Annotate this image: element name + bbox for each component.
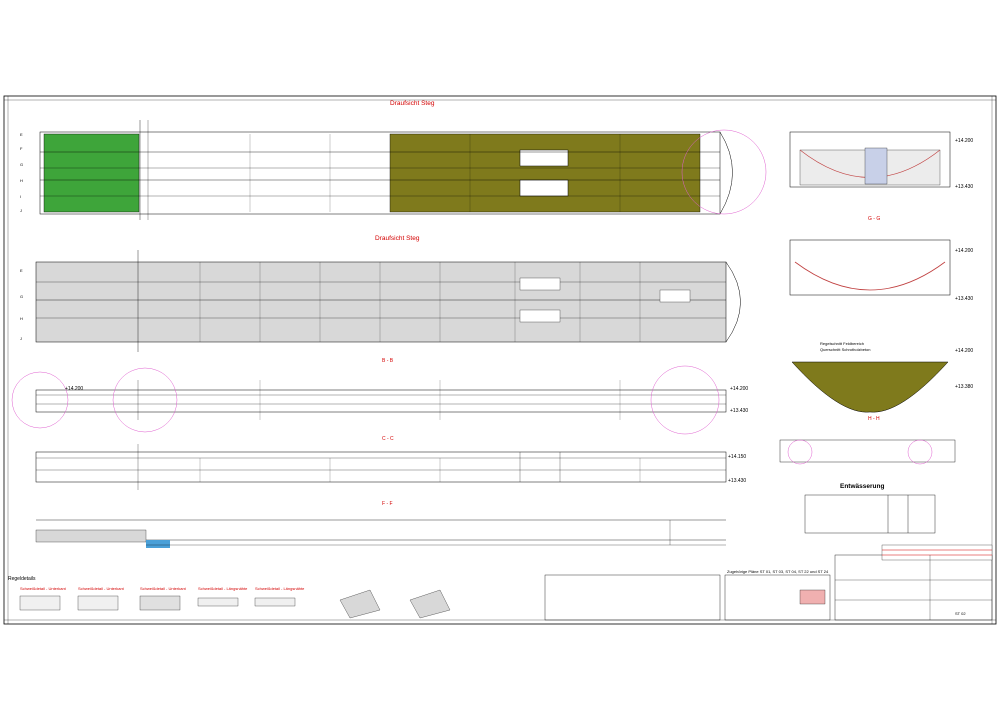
svg-text:G: G — [20, 294, 23, 299]
legend-detail: Schweißdetail - Unterkant — [20, 586, 67, 591]
right-sections: +14.200 +13.430 G - G +14.200 +13.430 Re… — [779, 131, 973, 534]
elev-label: +14.200 — [65, 386, 83, 392]
elevation-b-b: B - B +14.200 +14.200 +13.430 — [11, 358, 748, 435]
elev-label: +13.380 — [955, 384, 973, 390]
regel-title: Regelschnitt Feldbereich — [820, 341, 864, 346]
title-block: Zugehörige Pläne ST 01, ST 03, ST 04, ST… — [544, 544, 993, 621]
section-label-b: B - B — [382, 358, 394, 364]
olive-deck-area — [389, 133, 701, 213]
top-view-title: Draufsicht Steg — [390, 100, 435, 107]
middle-plan-view: Draufsicht Steg E G H J — [20, 235, 741, 352]
svg-text:F: F — [20, 146, 23, 151]
elev-label: +13.430 — [955, 296, 973, 302]
legend-title: Regeldetails — [8, 576, 36, 582]
svg-text:E: E — [20, 132, 23, 137]
svg-text:G: G — [20, 162, 23, 167]
mid-view-title: Draufsicht Steg — [375, 235, 420, 242]
top-plan-view: Draufsicht Steg E F G H I J — [20, 100, 767, 220]
green-deck-area — [43, 133, 140, 213]
elev-label: +14.200 — [955, 348, 973, 354]
svg-text:J: J — [20, 208, 22, 213]
elev-label: +14.200 — [730, 386, 748, 392]
svg-text:E: E — [20, 268, 23, 273]
svg-text:I: I — [20, 194, 21, 199]
svg-text:J: J — [20, 336, 22, 341]
grey-deck-area — [35, 261, 727, 343]
elev-label: +14.200 — [955, 248, 973, 254]
elev-label: +13.430 — [730, 408, 748, 414]
section-label-c: C - C — [382, 436, 394, 442]
svg-text:H: H — [20, 178, 23, 183]
legend-detail: Schweißdetail - Längsnähte — [255, 586, 305, 591]
section-f-f: F - F — [35, 501, 726, 548]
legend-detail: Schweißdetail - Unterkant — [140, 586, 187, 591]
legend-details: Regeldetails Schweißdetail - Unterkant S… — [8, 576, 451, 619]
olive-section — [791, 361, 949, 413]
elev-label: +13.430 — [728, 478, 746, 484]
elev-label: +13.430 — [955, 184, 973, 190]
elevation-c-c: C - C +14.150 +13.430 — [35, 436, 746, 490]
section-label-h: H - H — [868, 416, 880, 422]
svg-text:H: H — [20, 316, 23, 321]
entwaesserung-title: Entwässerung — [840, 483, 884, 490]
plans-reference: Zugehörige Pläne ST 01, ST 03, ST 04, ST… — [727, 569, 829, 574]
regel-subtitle: Querschnitt Schrotholzbeton — [820, 347, 870, 352]
elev-label: +14.200 — [955, 138, 973, 144]
legend-detail: Schweißdetail - Unterkant — [78, 586, 125, 591]
elev-label: +14.150 — [728, 454, 746, 460]
section-label-f: F - F — [382, 501, 393, 507]
legend-detail: Schweißdetail - Längsnähte — [198, 586, 248, 591]
section-label-g: G - G — [868, 216, 880, 222]
plan-number: ST 02 — [955, 611, 966, 616]
